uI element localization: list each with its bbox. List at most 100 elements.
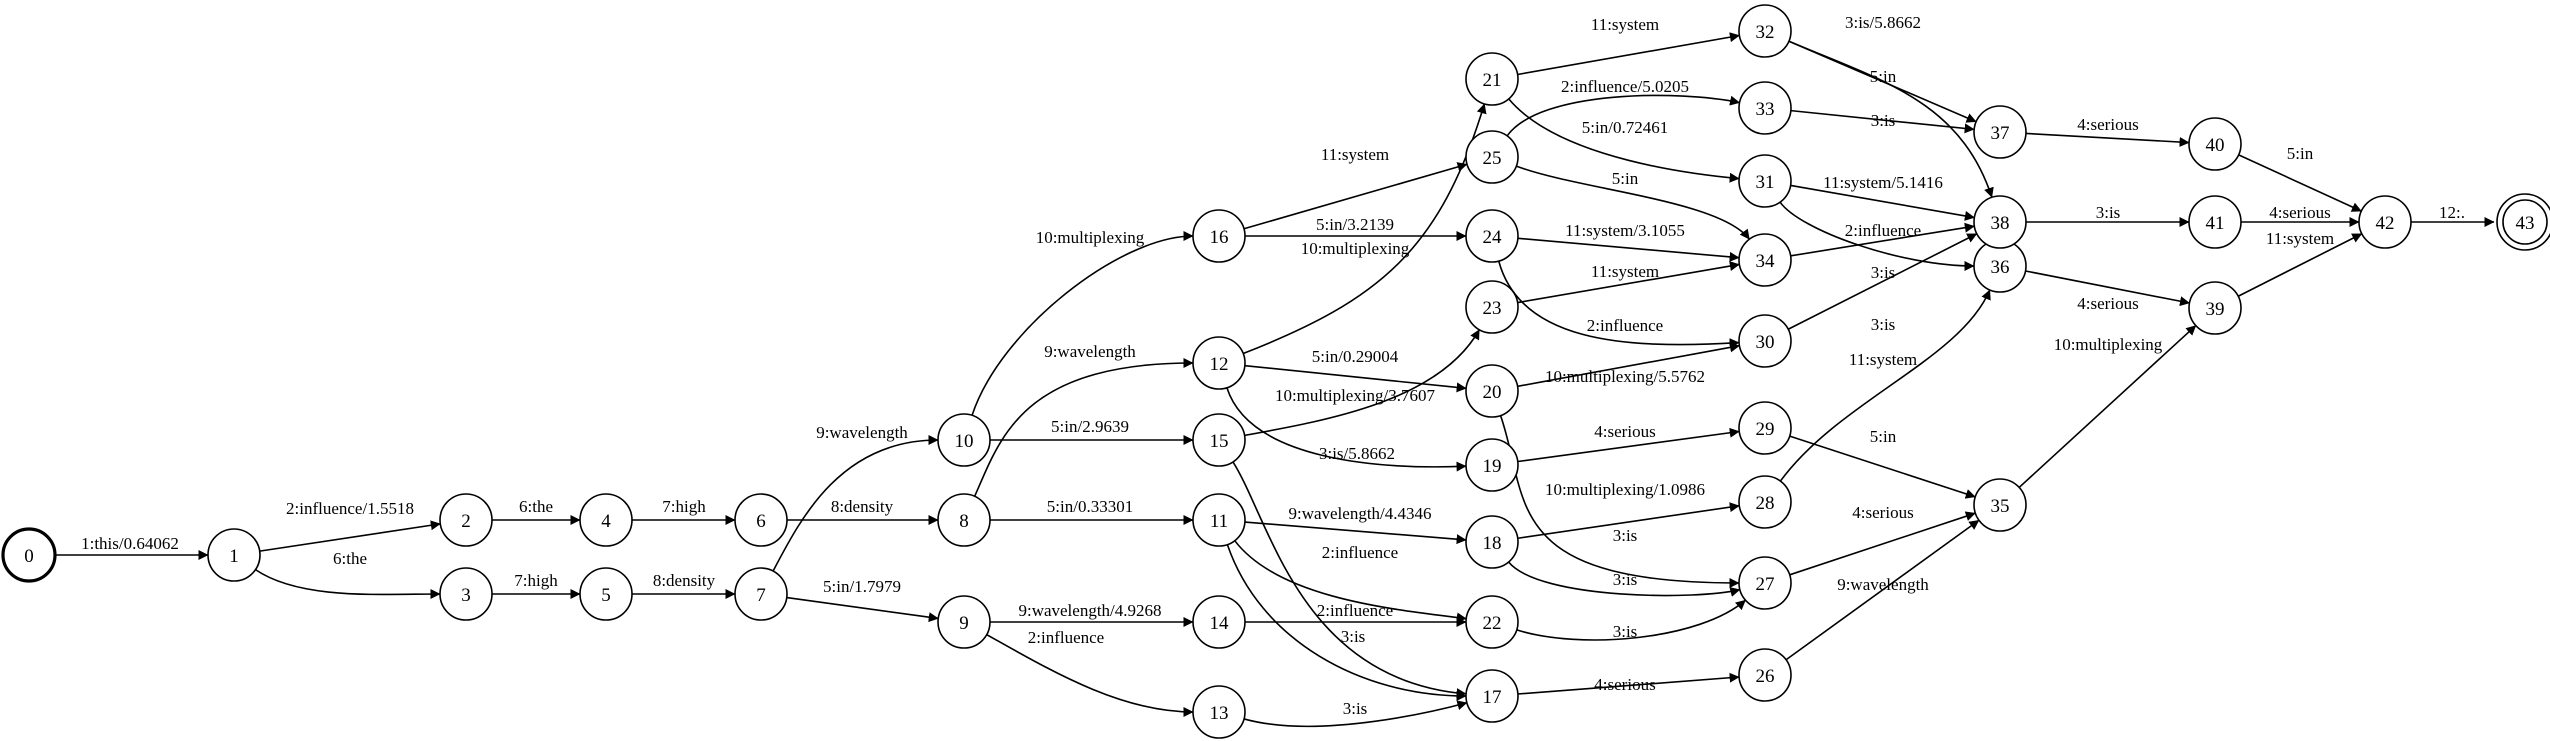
state-circle-1 xyxy=(207,528,261,582)
state-circle-28 xyxy=(1738,475,1792,529)
arc-label-5-7: 8:density xyxy=(653,571,716,590)
arc-label-32-38: 5:in xyxy=(1870,67,1897,86)
state-36: 36 xyxy=(1973,239,2027,293)
arc-label-24-34: 11:system/3.1055 xyxy=(1565,221,1685,240)
state-4: 4 xyxy=(579,493,633,547)
state-circle-8 xyxy=(937,493,991,547)
arc-label-23-34: 11:system xyxy=(1591,262,1659,281)
state-18: 18 xyxy=(1465,515,1519,569)
state-label-41: 41 xyxy=(2206,213,2225,234)
arc-25-33 xyxy=(1506,94,1741,137)
state-circle-20 xyxy=(1465,364,1519,418)
state-21: 21 xyxy=(1465,52,1519,106)
arc-12-20 xyxy=(1244,364,1467,393)
arc-label-1-2: 2:influence/1.5518 xyxy=(286,499,414,518)
arc-label-11-18: 9:wavelength/4.4346 xyxy=(1288,504,1431,523)
arc-label-21-32: 11:system xyxy=(1591,15,1659,34)
arc-16-25 xyxy=(1243,162,1468,230)
state-40: 40 xyxy=(2188,117,2242,171)
state-label-12: 12 xyxy=(1210,354,1229,375)
state-circle-9 xyxy=(937,595,991,649)
state-circle-42 xyxy=(2358,195,2412,249)
state-circle-7 xyxy=(734,567,788,621)
arc-27-35 xyxy=(1789,511,1976,576)
arc-label-16-24: 5:in/3.2139 xyxy=(1316,215,1394,234)
state-label-27: 27 xyxy=(1756,574,1775,595)
arc-label-11-17: 3:is xyxy=(1341,627,1366,646)
state-26: 26 xyxy=(1738,648,1792,702)
arc-label-6-8: 8:density xyxy=(831,497,894,516)
arc-label-32-37: 3:is/5.8662 xyxy=(1845,13,1921,32)
state-43: 43 xyxy=(2496,193,2550,251)
arc-20-30 xyxy=(1517,342,1740,388)
arc-label-17-26: 4:serious xyxy=(1594,675,1655,694)
state-label-4: 4 xyxy=(601,511,611,532)
arc-19-29 xyxy=(1517,427,1740,463)
arc-label-3-5: 7:high xyxy=(514,571,558,590)
state-circle-15 xyxy=(1192,413,1246,467)
arc-29-35 xyxy=(1789,435,1976,499)
state-13: 13 xyxy=(1192,685,1246,739)
arc-label-29-35: 5:in xyxy=(1870,427,1897,446)
state-label-22: 22 xyxy=(1483,613,1502,634)
state-label-39: 39 xyxy=(2206,299,2225,320)
state-circle-16 xyxy=(1192,209,1246,263)
state-22: 22 xyxy=(1465,595,1519,649)
arc-28-36 xyxy=(1779,289,1991,482)
arc-label-12-20: 5:in/0.29004 xyxy=(1312,347,1399,366)
state-circle-26 xyxy=(1738,648,1792,702)
arc-21-31 xyxy=(1508,98,1740,183)
state-label-26: 26 xyxy=(1756,666,1775,687)
arc-label-15-23: 10:multiplexing/3.7607 xyxy=(1275,386,1436,405)
state-circle-6 xyxy=(734,493,788,547)
arc-label-30-38: 3:is xyxy=(1871,315,1896,334)
arc-9-13 xyxy=(986,633,1194,717)
state-34: 34 xyxy=(1738,233,1792,287)
state-circle-34 xyxy=(1738,233,1792,287)
state-circle-21 xyxy=(1465,52,1519,106)
arc-12-19 xyxy=(1226,387,1467,472)
state-5: 5 xyxy=(579,567,633,621)
state-circle-37 xyxy=(1973,105,2027,159)
state-label-8: 8 xyxy=(959,511,969,532)
state-label-35: 35 xyxy=(1991,496,2010,517)
arc-label-35-39: 10:multiplexing xyxy=(2054,335,2163,354)
arc-1-3 xyxy=(255,568,441,600)
state-label-23: 23 xyxy=(1483,298,1502,319)
state-19: 19 xyxy=(1465,438,1519,492)
state-0: 0 xyxy=(1,527,57,583)
state-label-32: 32 xyxy=(1756,22,1775,43)
state-circle-2 xyxy=(439,493,493,547)
state-label-25: 25 xyxy=(1483,148,1502,169)
arc-label-24-30: 2:influence xyxy=(1587,316,1663,335)
state-circle-3 xyxy=(439,567,493,621)
arc-label-38-41: 3:is xyxy=(2096,203,2121,222)
arc-11-22 xyxy=(1234,540,1467,623)
state-label-38: 38 xyxy=(1991,213,2010,234)
state-circle-24 xyxy=(1465,209,1519,263)
arc-34-38 xyxy=(1790,222,1975,257)
state-label-6: 6 xyxy=(756,511,766,532)
state-31: 31 xyxy=(1738,154,1792,208)
arc-21-32 xyxy=(1517,32,1740,76)
state-28: 28 xyxy=(1738,475,1792,529)
state-10: 10 xyxy=(937,413,991,467)
arc-label-39-42: 11:system xyxy=(2266,229,2334,248)
state-39: 39 xyxy=(2188,281,2242,335)
arc-label-28-36: 11:system xyxy=(1849,350,1917,369)
state-30: 30 xyxy=(1738,314,1792,368)
arc-label-21-31: 5:in/0.72461 xyxy=(1582,118,1668,137)
state-label-33: 33 xyxy=(1756,99,1775,120)
state-label-16: 16 xyxy=(1210,227,1229,248)
state-37: 37 xyxy=(1973,105,2027,159)
state-circle-32 xyxy=(1738,4,1792,58)
state-label-18: 18 xyxy=(1483,533,1502,554)
arc-label-18-27: 3:is xyxy=(1613,570,1638,589)
state-circle-18 xyxy=(1465,515,1519,569)
arc-label-25-33: 2:influence/5.0205 xyxy=(1561,77,1689,96)
state-label-21: 21 xyxy=(1483,70,1502,91)
state-27: 27 xyxy=(1738,556,1792,610)
arc-33-37 xyxy=(1790,109,1975,134)
state-11: 11 xyxy=(1192,493,1246,547)
